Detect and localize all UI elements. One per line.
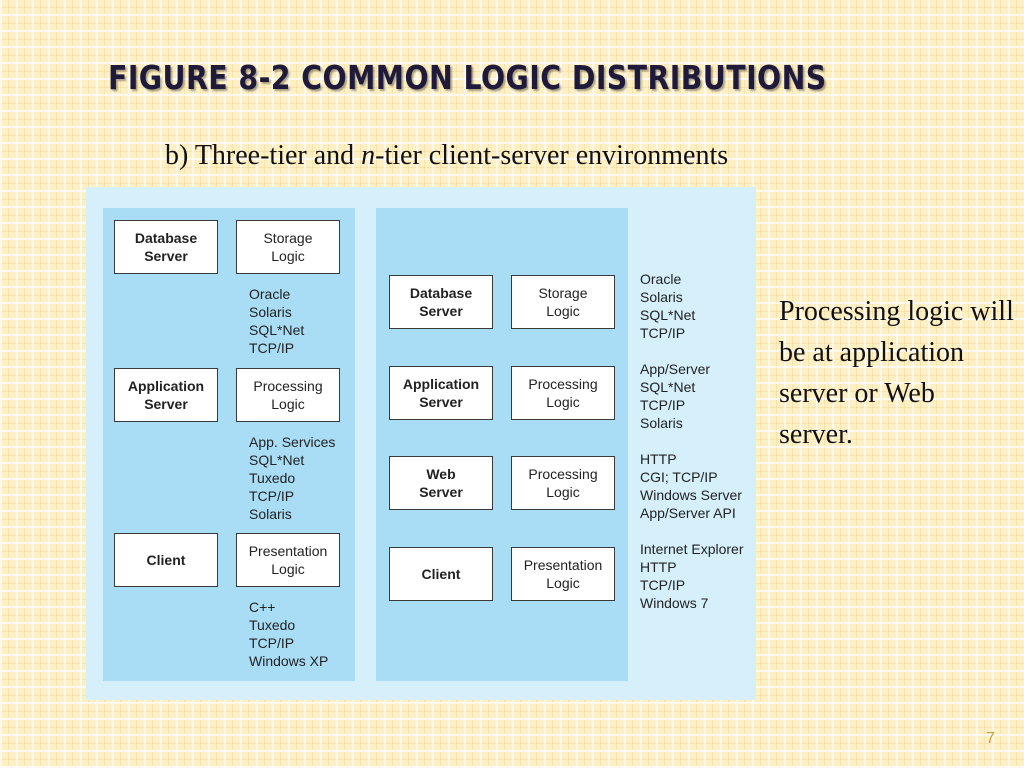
- three-tier-client-tech-list: C++ Tuxedo TCP/IP Windows XP: [249, 599, 329, 669]
- subtitle-text-end: -tier client-server environments: [375, 140, 729, 171]
- three-tier-panel: Database Server Storage Logic Oracle Sol…: [103, 208, 355, 681]
- subtitle-text-start: b) Three-tier and: [165, 140, 362, 171]
- box-label: Presentation Logic: [523, 557, 603, 591]
- n-tier-web-server-box: Web Server: [389, 456, 493, 510]
- n-tier-application-server-box: Application Server: [389, 366, 493, 420]
- processing-logic-note: Processing logic will be at application …: [779, 296, 1014, 450]
- box-label: Client: [146, 552, 186, 568]
- box-label: Processing Logic: [253, 378, 323, 412]
- three-tier-processing-logic-box: Processing Logic: [236, 368, 340, 422]
- three-tier-storage-logic-box: Storage Logic: [236, 220, 340, 274]
- three-tier-application-server-box: Application Server: [114, 368, 218, 422]
- subtitle-n-italic: n: [361, 140, 376, 171]
- slide-title: FIGURE 8-2 COMMON LOGIC DISTRIBUTIONS: [108, 58, 827, 97]
- n-tier-client-tech-list: Internet Explorer HTTP TCP/IP Windows 7: [640, 541, 744, 611]
- n-tier-presentation-logic-box: Presentation Logic: [511, 547, 615, 601]
- n-tier-web-processing-logic-box: Processing Logic: [511, 456, 615, 510]
- logic-distribution-figure: Database Server Storage Logic Oracle Sol…: [86, 187, 756, 700]
- box-label: Database Server: [134, 230, 198, 264]
- n-tier-application-tech-list: App/Server SQL*Net TCP/IP Solaris: [640, 361, 711, 431]
- box-label: Database Server: [409, 285, 473, 319]
- three-tier-application-tech-list: App. Services SQL*Net Tuxedo TCP/IP Sola…: [249, 434, 336, 522]
- slide-subtitle: b) Three-tier and n-tier client-server e…: [165, 140, 728, 172]
- three-tier-database-server-box: Database Server: [114, 220, 218, 274]
- n-tier-database-server-box: Database Server: [389, 275, 493, 329]
- n-tier-storage-logic-box: Storage Logic: [511, 275, 615, 329]
- box-label: Client: [421, 566, 461, 582]
- n-tier-web-tech-list: HTTP CGI; TCP/IP Windows Server App/Serv…: [640, 451, 742, 521]
- three-tier-database-tech-list: Oracle Solaris SQL*Net TCP/IP: [249, 286, 305, 356]
- n-tier-client-box: Client: [389, 547, 493, 601]
- box-label: Storage Logic: [538, 285, 588, 319]
- box-label: Processing Logic: [528, 466, 598, 500]
- page-number: 7: [986, 730, 995, 747]
- box-label: Application Server: [127, 378, 205, 412]
- n-tier-application-processing-logic-box: Processing Logic: [511, 366, 615, 420]
- box-label: Web Server: [419, 466, 463, 500]
- box-label: Presentation Logic: [248, 543, 328, 577]
- three-tier-presentation-logic-box: Presentation Logic: [236, 533, 340, 587]
- three-tier-client-box: Client: [114, 533, 218, 587]
- n-tier-panel: Database Server Storage Logic Applicatio…: [376, 208, 628, 681]
- box-label: Storage Logic: [263, 230, 313, 264]
- n-tier-database-tech-list: Oracle Solaris SQL*Net TCP/IP: [640, 271, 696, 341]
- box-label: Processing Logic: [528, 376, 598, 410]
- box-label: Application Server: [402, 376, 480, 410]
